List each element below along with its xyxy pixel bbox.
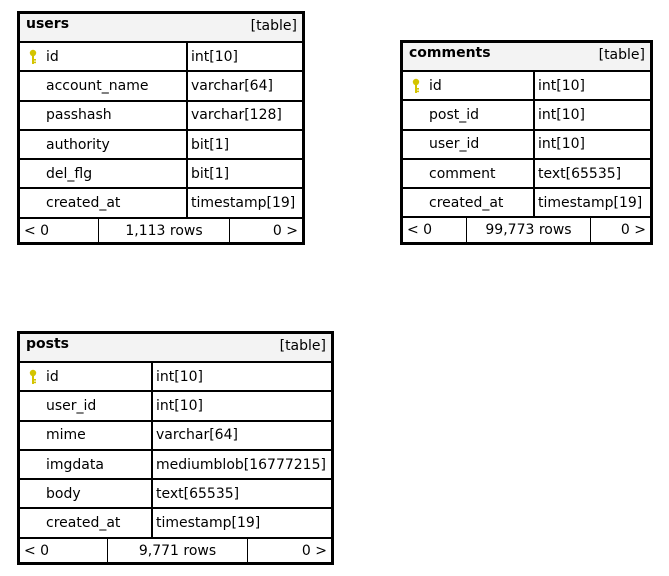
column-type: text[65535] <box>156 485 240 502</box>
column-type: int[10] <box>191 48 238 65</box>
table-footer: < 0 1,113 rows 0 > <box>20 218 302 243</box>
row-count: 99,773 rows <box>467 218 591 243</box>
next-relations[interactable]: 0 > <box>620 222 646 239</box>
key-icon <box>412 78 420 93</box>
column-type: text[65535] <box>538 165 622 182</box>
table-header: posts [table] <box>20 334 331 363</box>
next-relations[interactable]: 0 > <box>301 542 327 559</box>
prev-relations[interactable]: < 0 <box>403 218 467 243</box>
column-name: mime <box>46 427 86 444</box>
column-name: created_at <box>46 515 121 532</box>
next-relations[interactable]: 0 > <box>272 222 298 239</box>
column-type: int[10] <box>538 106 585 123</box>
column-type: timestamp[19] <box>191 195 296 212</box>
column-row: user_id int[10] <box>20 392 331 422</box>
column-row: body text[65535] <box>20 480 331 510</box>
column-name: authority <box>46 136 110 153</box>
column-type: int[10] <box>538 136 585 153</box>
table-header: comments [table] <box>403 43 650 72</box>
column-type: timestamp[19] <box>156 515 261 532</box>
table-type-tag: [table] <box>279 338 326 354</box>
column-name: account_name <box>46 77 149 94</box>
column-name: id <box>46 48 59 65</box>
column-type: timestamp[19] <box>538 194 643 211</box>
table-type-tag: [table] <box>598 47 645 63</box>
key-icon <box>29 369 37 384</box>
column-name: post_id <box>429 106 480 123</box>
key-icon <box>29 49 37 64</box>
column-row: user_id int[10] <box>403 130 650 160</box>
column-name: id <box>46 368 59 385</box>
column-type: bit[1] <box>191 136 230 153</box>
column-row: imgdata mediumblob[16777215] <box>20 450 331 481</box>
prev-relations[interactable]: < 0 <box>20 218 99 243</box>
column-type: int[10] <box>538 77 585 94</box>
table-comments[interactable]: comments [table] id int[10] post_id int[… <box>400 40 653 245</box>
row-count: 1,113 rows <box>99 218 230 243</box>
column-row: created_at timestamp[19] <box>20 189 302 219</box>
column-type: int[10] <box>156 368 203 385</box>
table-users[interactable]: users [table] id int[10] account_name va… <box>17 11 305 245</box>
column-name: comment <box>429 165 496 182</box>
column-type: int[10] <box>156 397 203 414</box>
column-name: imgdata <box>46 456 104 473</box>
column-name: created_at <box>46 195 121 212</box>
column-row: id int[10] <box>20 43 302 73</box>
table-header: users [table] <box>20 14 302 43</box>
column-name: id <box>429 77 442 94</box>
column-row: created_at timestamp[19] <box>403 189 650 219</box>
column-type: bit[1] <box>191 165 230 182</box>
column-name: user_id <box>46 397 97 414</box>
column-type: varchar[64] <box>191 77 273 94</box>
table-name: users <box>26 16 70 32</box>
table-footer: < 0 9,771 rows 0 > <box>20 538 331 563</box>
table-footer: < 0 99,773 rows 0 > <box>403 218 650 243</box>
column-type: varchar[128] <box>191 107 282 124</box>
column-name: created_at <box>429 194 504 211</box>
column-name: body <box>46 485 81 502</box>
column-row: passhash varchar[128] <box>20 101 302 131</box>
column-row: mime varchar[64] <box>20 421 331 451</box>
column-name: passhash <box>46 107 112 124</box>
table-name: posts <box>26 336 69 352</box>
column-row: id int[10] <box>403 72 650 102</box>
column-row: post_id int[10] <box>403 101 650 131</box>
column-row: del_flg bit[1] <box>20 160 302 190</box>
table-type-tag: [table] <box>250 18 297 34</box>
column-row: account_name varchar[64] <box>20 72 302 102</box>
column-row: created_at timestamp[19] <box>20 509 331 539</box>
column-name: user_id <box>429 136 480 153</box>
column-row: authority bit[1] <box>20 130 302 161</box>
table-posts[interactable]: posts [table] id int[10] user_id int[10]… <box>17 331 334 565</box>
column-type: varchar[64] <box>156 427 238 444</box>
row-count: 9,771 rows <box>108 538 248 563</box>
column-type: mediumblob[16777215] <box>156 456 326 473</box>
table-name: comments <box>409 45 491 61</box>
column-row: id int[10] <box>20 363 331 393</box>
column-row: comment text[65535] <box>403 159 650 190</box>
column-name: del_flg <box>46 165 93 182</box>
prev-relations[interactable]: < 0 <box>20 538 108 563</box>
